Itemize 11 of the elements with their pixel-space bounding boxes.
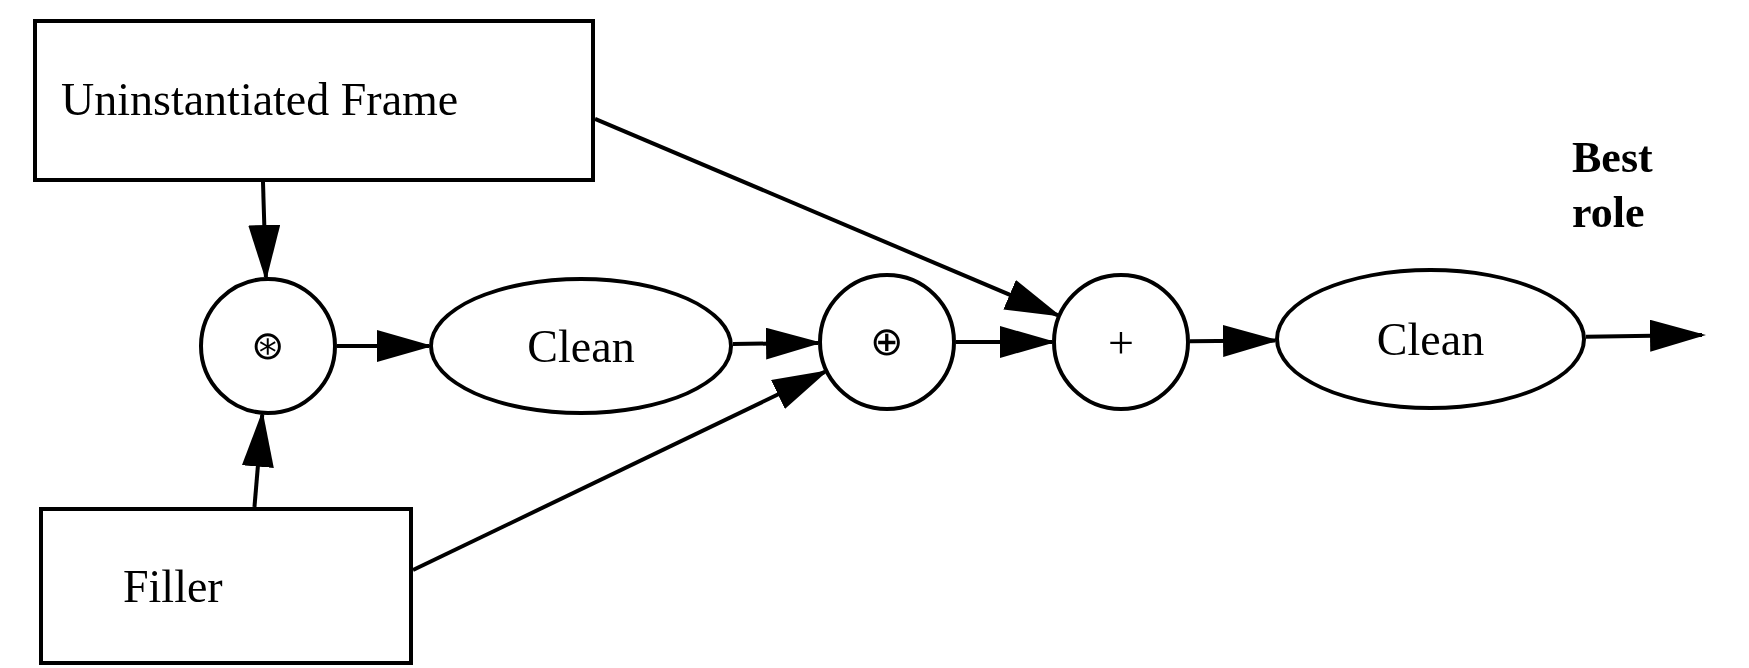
node-label: Uninstantiated Frame [61,74,459,127]
output-label: Best role [1572,132,1654,239]
filler-box [39,507,413,665]
frame-box [33,19,595,182]
node-label: Filler [123,559,223,614]
node-label: Clean [1376,312,1485,367]
node-label: Clean [527,319,635,374]
node-label: ⊕ [870,318,904,366]
node-label: ⊛ [251,322,285,370]
arrow [1585,319,1706,352]
node-label: + [1108,315,1134,370]
